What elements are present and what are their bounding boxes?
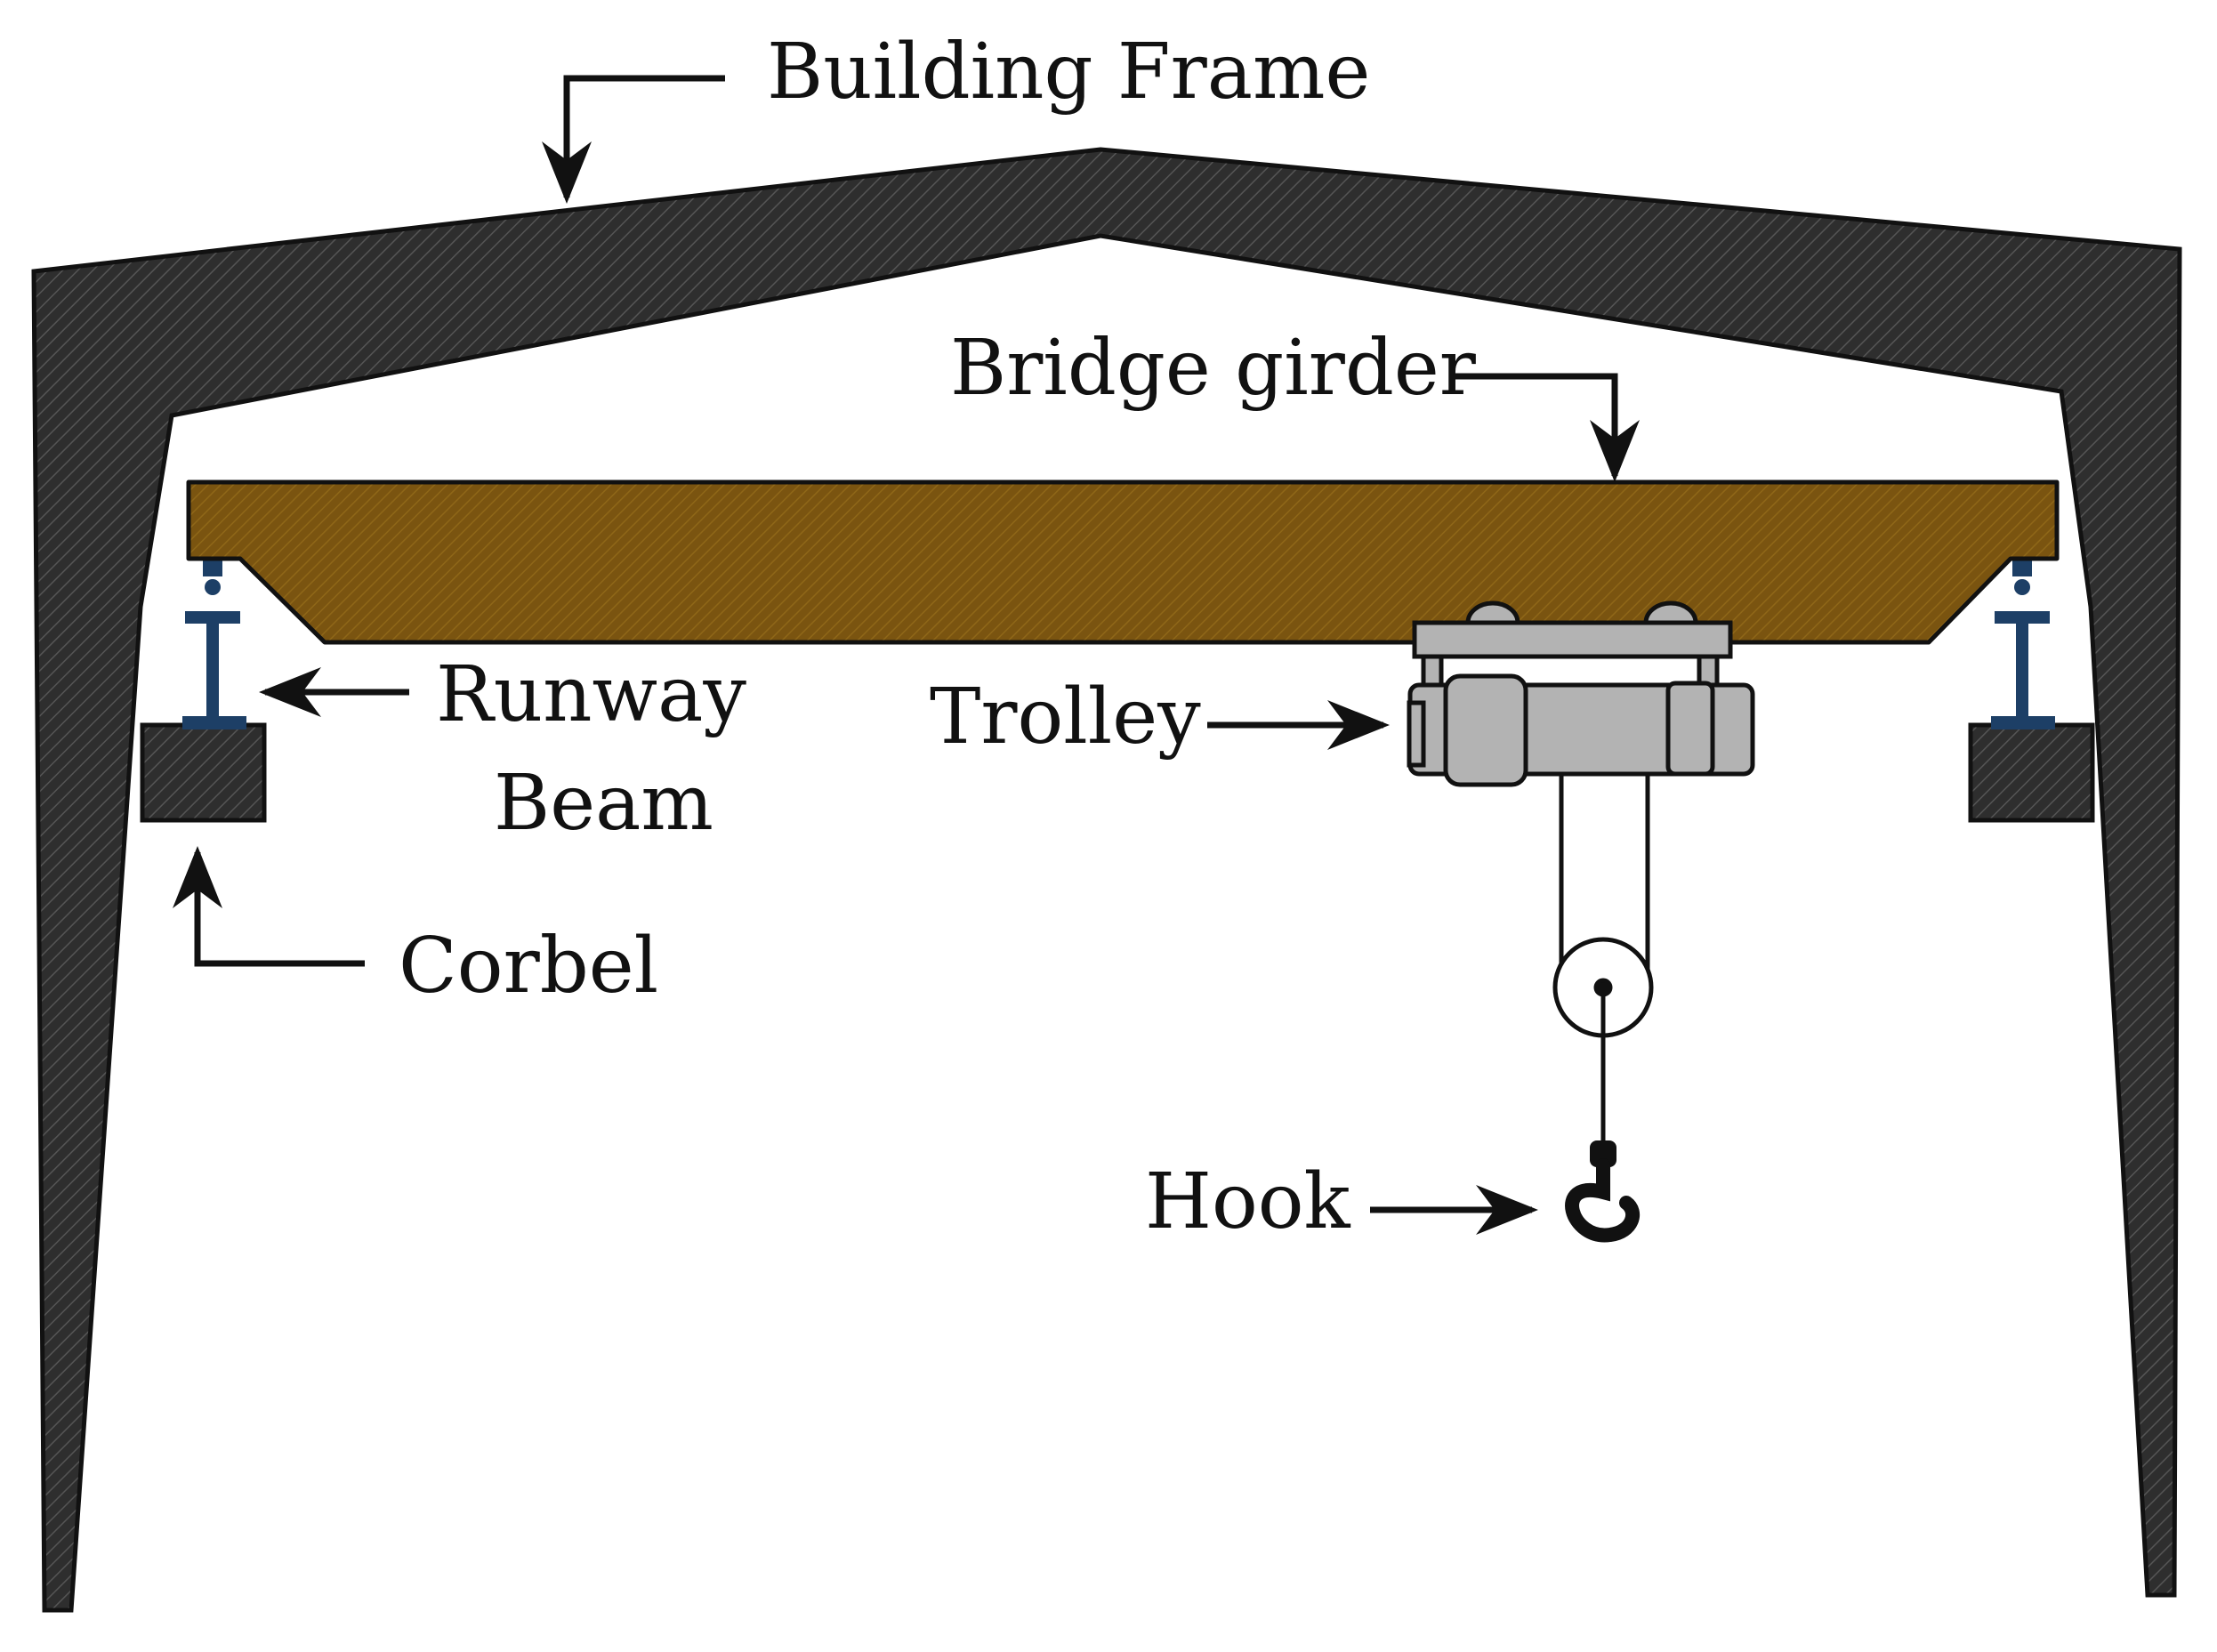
building-frame-arrow — [542, 75, 725, 204]
hook — [1565, 1140, 1641, 1243]
runway-beam-label-line2: Beam — [494, 759, 713, 848]
corbel-left — [140, 722, 267, 823]
corbel-right — [1968, 722, 2095, 823]
trolley-label: Trolley — [930, 673, 1201, 762]
trolley — [1407, 600, 1755, 1143]
runway-beam-right — [1991, 559, 2055, 729]
bridge-girder-arrow — [1455, 373, 1640, 482]
hook-label: Hook — [1145, 1157, 1351, 1246]
building-frame-label: Building Frame — [767, 28, 1370, 117]
corbel-arrow — [173, 846, 365, 967]
bridge-girder-label: Bridge girder — [950, 324, 1477, 413]
runway-beam-left — [182, 559, 246, 729]
building-frame-shape — [31, 147, 2182, 1613]
bridge-girder — [186, 479, 2060, 645]
building-frame — [31, 147, 2182, 1613]
callout-arrows — [173, 75, 1640, 1235]
runway-beam-label-line1: Runway — [436, 650, 746, 739]
corbel-label: Corbel — [399, 922, 658, 1011]
